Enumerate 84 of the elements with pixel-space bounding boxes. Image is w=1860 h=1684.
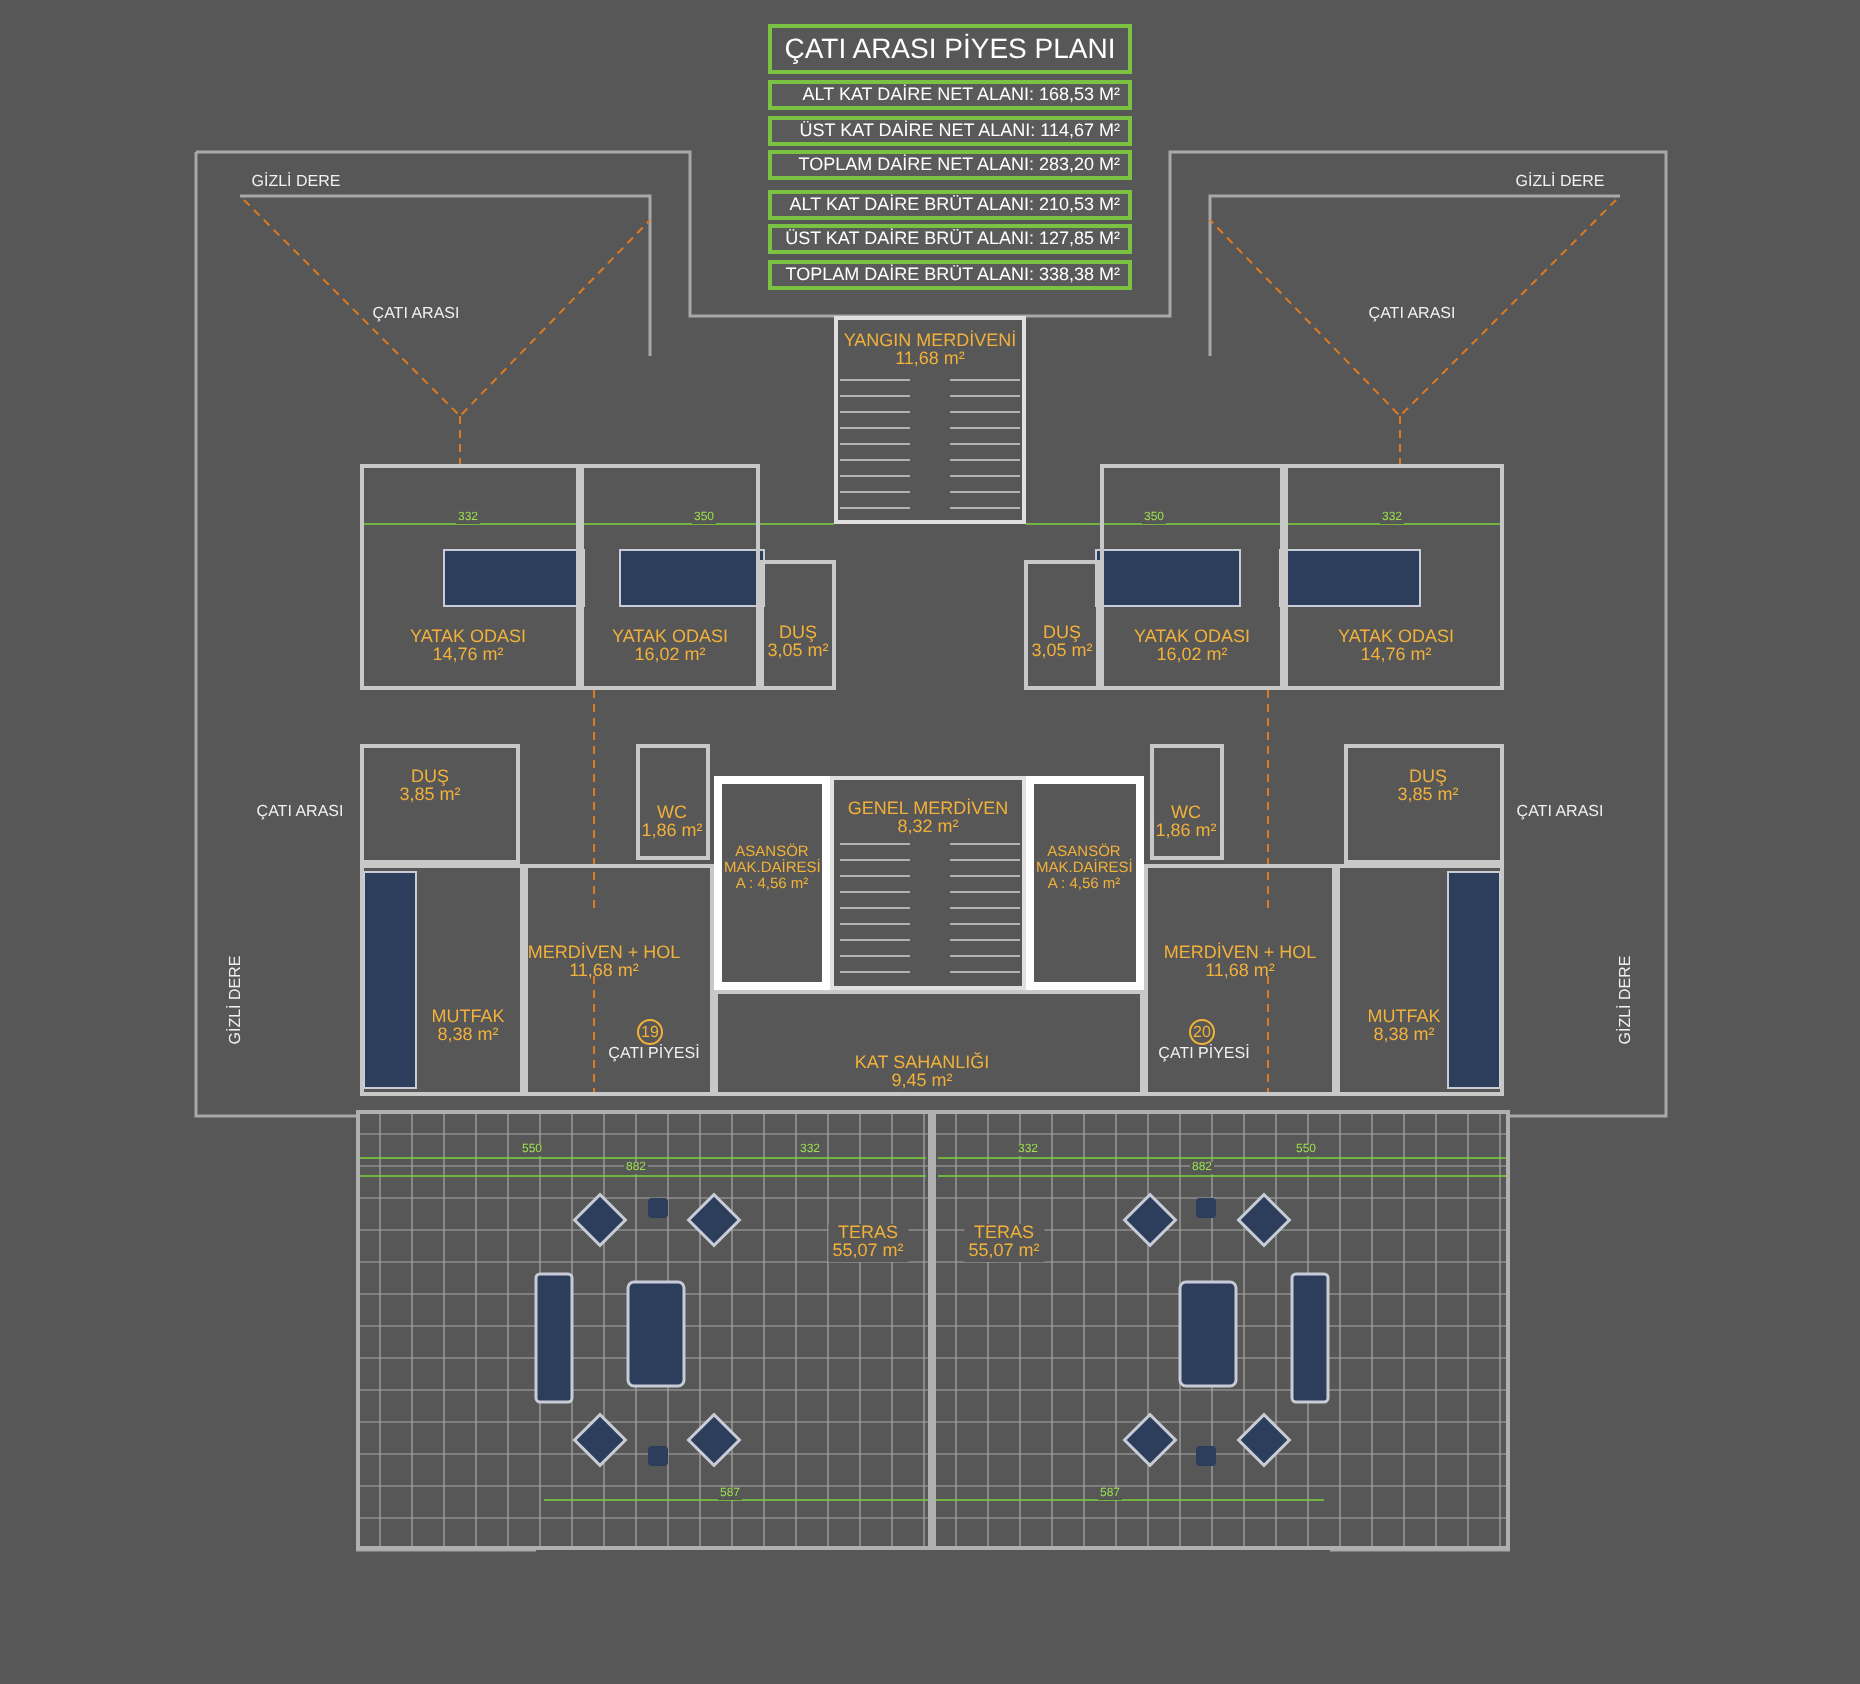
area-label: ÇATI ARASI: [1516, 804, 1604, 820]
area-label: ÇATI ARASI: [256, 804, 344, 820]
machine-room-outline: [714, 776, 830, 990]
room-name: KAT SAHANLIĞI: [854, 1054, 990, 1073]
room-outline: [1284, 464, 1504, 690]
room-outline: [1344, 744, 1504, 864]
room-area: 3,05 m²: [767, 642, 829, 662]
room-area: 55,07 m²: [968, 1242, 1040, 1262]
stairwell-outline: [830, 776, 1026, 990]
room-name: MERDİVEN + HOL: [527, 944, 681, 963]
area-label: GİZLİ DERE: [1515, 174, 1605, 190]
room-name: MUTFAK: [431, 1008, 505, 1027]
callout-number: 20: [1189, 1019, 1215, 1045]
room-name: YATAK ODASI: [612, 628, 728, 647]
room-area: 11,68 m²: [1205, 962, 1275, 982]
room-name: DUŞ: [411, 768, 449, 787]
area-summary-box: [768, 224, 1132, 254]
room-name: YATAK ODASI: [1338, 628, 1454, 647]
room-outline: [1144, 864, 1336, 1096]
plan-title: ÇATI ARASI PİYES PLANI: [768, 24, 1132, 74]
area-summary-box: [768, 80, 1132, 110]
room-area: 1,86 m²: [641, 822, 703, 842]
room-name: TERAS: [973, 1224, 1034, 1243]
area-summary-box: [768, 116, 1132, 146]
room-name: MUTFAK: [1367, 1008, 1441, 1027]
room-area: 8,38 m²: [437, 1026, 499, 1046]
stairwell-outline: [834, 316, 1026, 524]
room-area: 14,76 m²: [432, 646, 504, 666]
area-label: GİZLİ DERE: [1618, 955, 1634, 1045]
area-summary-box: [768, 190, 1132, 220]
room-outline: [524, 864, 714, 1096]
room-name: TERAS: [837, 1224, 898, 1243]
area-label: ÇATI PİYESİ: [1158, 1046, 1250, 1062]
room-outline: [360, 464, 580, 690]
area-summary-text: ÜST KAT DAİRE NET ALANI: 114,67 M²: [799, 122, 1120, 140]
room-name: YATAK ODASI: [1134, 628, 1250, 647]
room-name: DUŞ: [1409, 768, 1447, 787]
room-area: 9,45 m²: [891, 1072, 953, 1092]
room-area: 16,02 m²: [634, 646, 706, 666]
room-outline: [1150, 744, 1224, 860]
room-outline: [714, 990, 1144, 1096]
room-area: 16,02 m²: [1156, 646, 1228, 666]
room-outline: [360, 744, 520, 864]
room-area: 8,38 m²: [1373, 1026, 1435, 1046]
machine-room-outline: [1026, 776, 1144, 990]
room-outline: [1024, 560, 1100, 690]
room-area: 55,07 m²: [832, 1242, 904, 1262]
area-summary-text: TOPLAM DAİRE NET ALANI: 283,20 M²: [798, 156, 1120, 174]
area-label: GİZLİ DERE: [251, 174, 341, 190]
room-area: 3,85 m²: [1397, 786, 1459, 806]
area-label: GİZLİ DERE: [228, 955, 244, 1045]
room-outline: [360, 864, 524, 1096]
room-name: MERDİVEN + HOL: [1163, 944, 1317, 963]
room-name: DUŞ: [779, 624, 817, 643]
room-outline: [760, 560, 836, 690]
room-area: 11,68 m²: [569, 962, 639, 982]
area-label: ÇATI ARASI: [1368, 306, 1456, 322]
room-outline: [580, 464, 760, 690]
room-name: GENEL MERDİVEN: [847, 800, 1009, 819]
room-name: WC: [657, 804, 687, 823]
room-name: YANGIN MERDİVENİ: [843, 332, 1017, 351]
area-summary-box: [768, 150, 1132, 180]
callout-number: 19: [637, 1019, 663, 1045]
area-summary-text: ÜST KAT DAİRE BRÜT ALANI: 127,85 M²: [785, 230, 1120, 248]
area-summary-text: ALT KAT DAİRE NET ALANI: 168,53 M²: [802, 86, 1120, 104]
room-name: YATAK ODASI: [410, 628, 526, 647]
area-label: ÇATI ARASI: [372, 306, 460, 322]
area-label: ÇATI PİYESİ: [608, 1046, 700, 1062]
area-summary-box: [768, 260, 1132, 290]
room-outline: [636, 744, 710, 860]
room-outline: [1100, 464, 1284, 690]
terrace-outline: [932, 1110, 1510, 1550]
room-area: 3,85 m²: [399, 786, 461, 806]
area-summary-text: ALT KAT DAİRE BRÜT ALANI: 210,53 M²: [789, 196, 1120, 214]
terrace-outline: [356, 1110, 932, 1550]
room-outline: [1336, 864, 1504, 1096]
room-name: DUŞ: [1043, 624, 1081, 643]
area-summary-text: TOPLAM DAİRE BRÜT ALANI: 338,38 M²: [785, 266, 1120, 284]
room-area: 1,86 m²: [1155, 822, 1217, 842]
room-name: WC: [1171, 804, 1201, 823]
room-area: 3,05 m²: [1031, 642, 1093, 662]
room-area: 11,68 m²: [895, 350, 965, 370]
room-area: 8,32 m²: [897, 818, 959, 838]
room-area: 14,76 m²: [1360, 646, 1432, 666]
